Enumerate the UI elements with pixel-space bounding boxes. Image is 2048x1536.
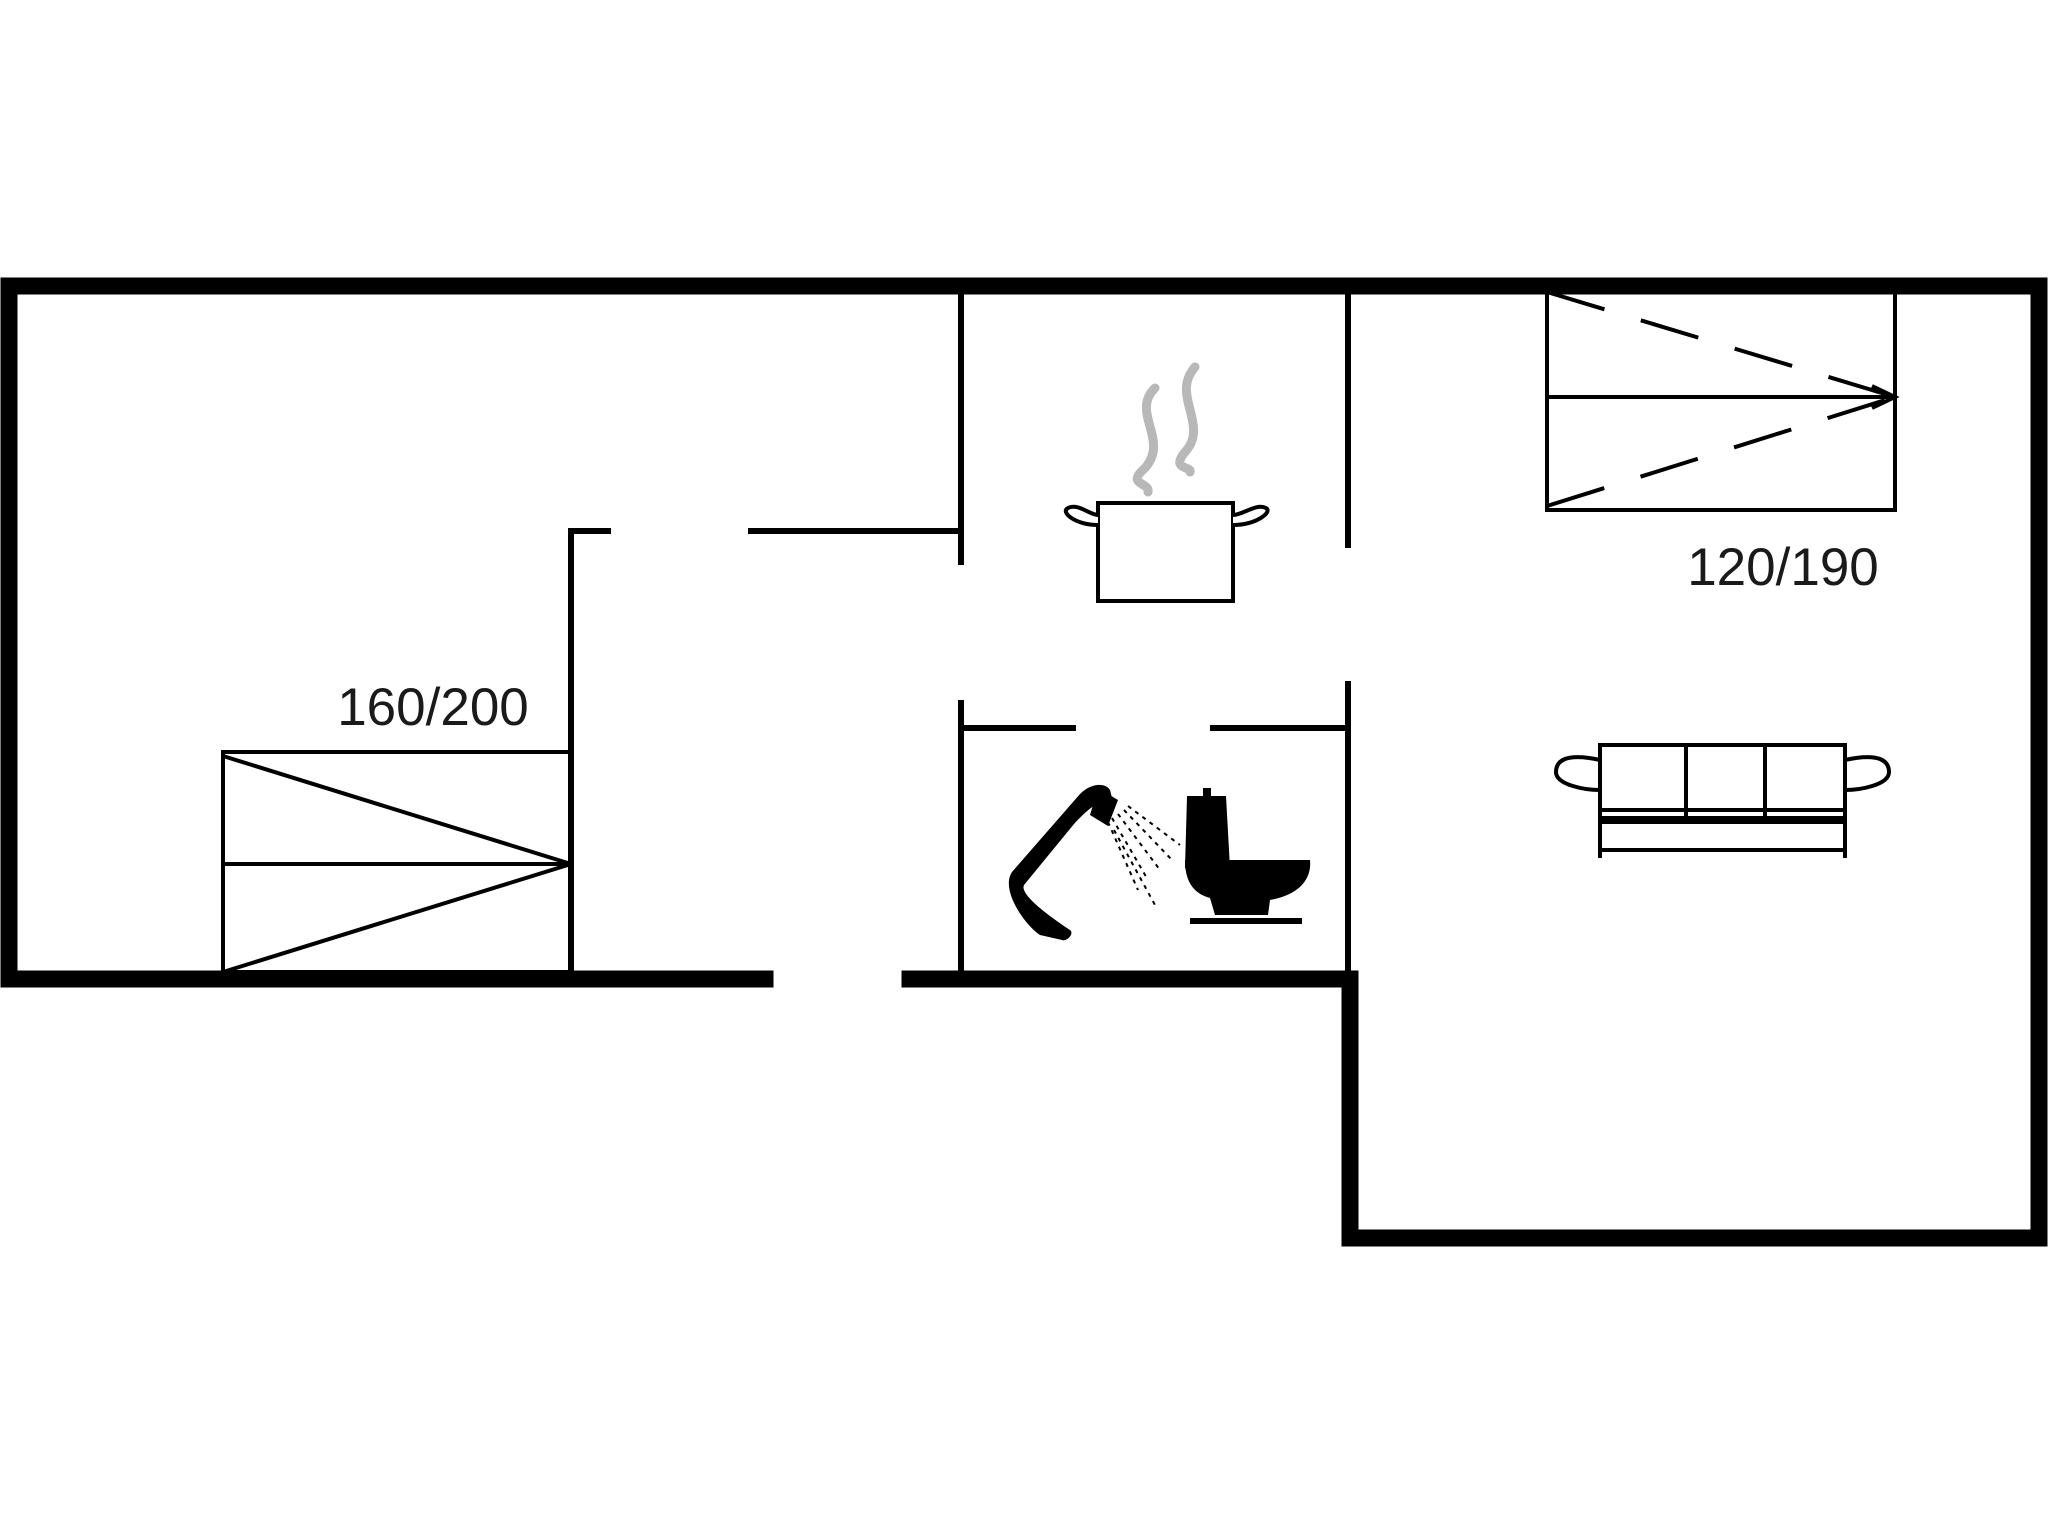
shower-head-icon bbox=[1008, 784, 1181, 941]
bed-double-diagonal-bottom bbox=[222, 862, 572, 974]
sofa-cushion-left bbox=[1598, 743, 1688, 812]
bed-single-dashed-bottom bbox=[1546, 395, 1896, 508]
toilet-icon bbox=[1185, 788, 1311, 924]
bed-single-size-label: 120/190 bbox=[1687, 538, 1879, 597]
bed-single bbox=[1545, 286, 1900, 512]
bed-single-arrowhead bbox=[1871, 384, 1900, 410]
cooking-pot-icon bbox=[1064, 362, 1270, 603]
interior-walls bbox=[568, 287, 1351, 982]
bed-single-dashed-top bbox=[1546, 290, 1896, 399]
bed-double-size-label: 160/200 bbox=[337, 678, 529, 737]
sofa-cushion-right bbox=[1763, 743, 1847, 812]
bed-double-diagonal-top bbox=[222, 754, 572, 866]
bed-double bbox=[221, 750, 573, 974]
sofa-icon bbox=[1553, 743, 1892, 858]
sofa-cushion-middle bbox=[1684, 743, 1767, 812]
